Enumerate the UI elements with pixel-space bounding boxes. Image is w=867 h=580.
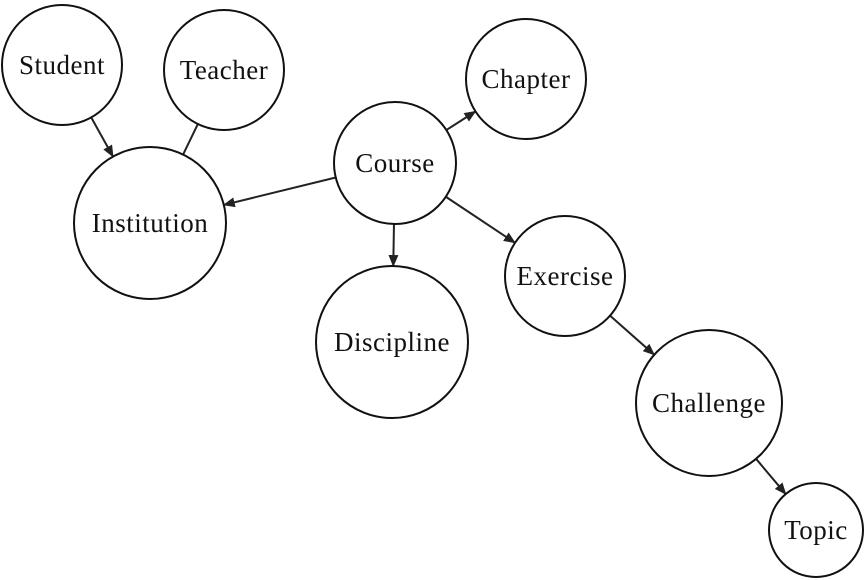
node-institution[interactable]: Institution [73,146,227,300]
node-topic[interactable]: Topic [768,482,864,578]
node-course[interactable]: Course [333,101,457,225]
node-student-label: Student [19,50,105,80]
node-teacher-label: Teacher [180,55,269,85]
node-challenge-label: Challenge [652,388,766,418]
edge-course-to-exercise [445,195,516,244]
node-topic-label: Topic [784,515,848,545]
node-discipline-label: Discipline [334,327,450,357]
node-teacher[interactable]: Teacher [163,9,285,131]
node-challenge[interactable]: Challenge [635,329,783,477]
node-exercise[interactable]: Exercise [504,215,626,337]
edge-layer [90,110,787,495]
node-discipline[interactable]: Discipline [315,265,469,419]
node-chapter[interactable]: Chapter [465,18,587,140]
node-institution-label: Institution [92,208,209,238]
edge-exercise-to-challenge [609,314,656,356]
node-exercise-label: Exercise [517,261,614,291]
edge-course-to-institution [222,176,336,208]
node-course-label: Course [355,148,435,178]
edge-course-to-chapter [445,110,477,131]
edge-teacher-to-institution [182,123,199,156]
edge-course-to-discipline [388,223,399,268]
edge-student-to-institution [90,116,114,158]
node-chapter-label: Chapter [482,64,571,94]
edge-challenge-to-topic [755,458,787,495]
node-student[interactable]: Student [1,4,123,126]
